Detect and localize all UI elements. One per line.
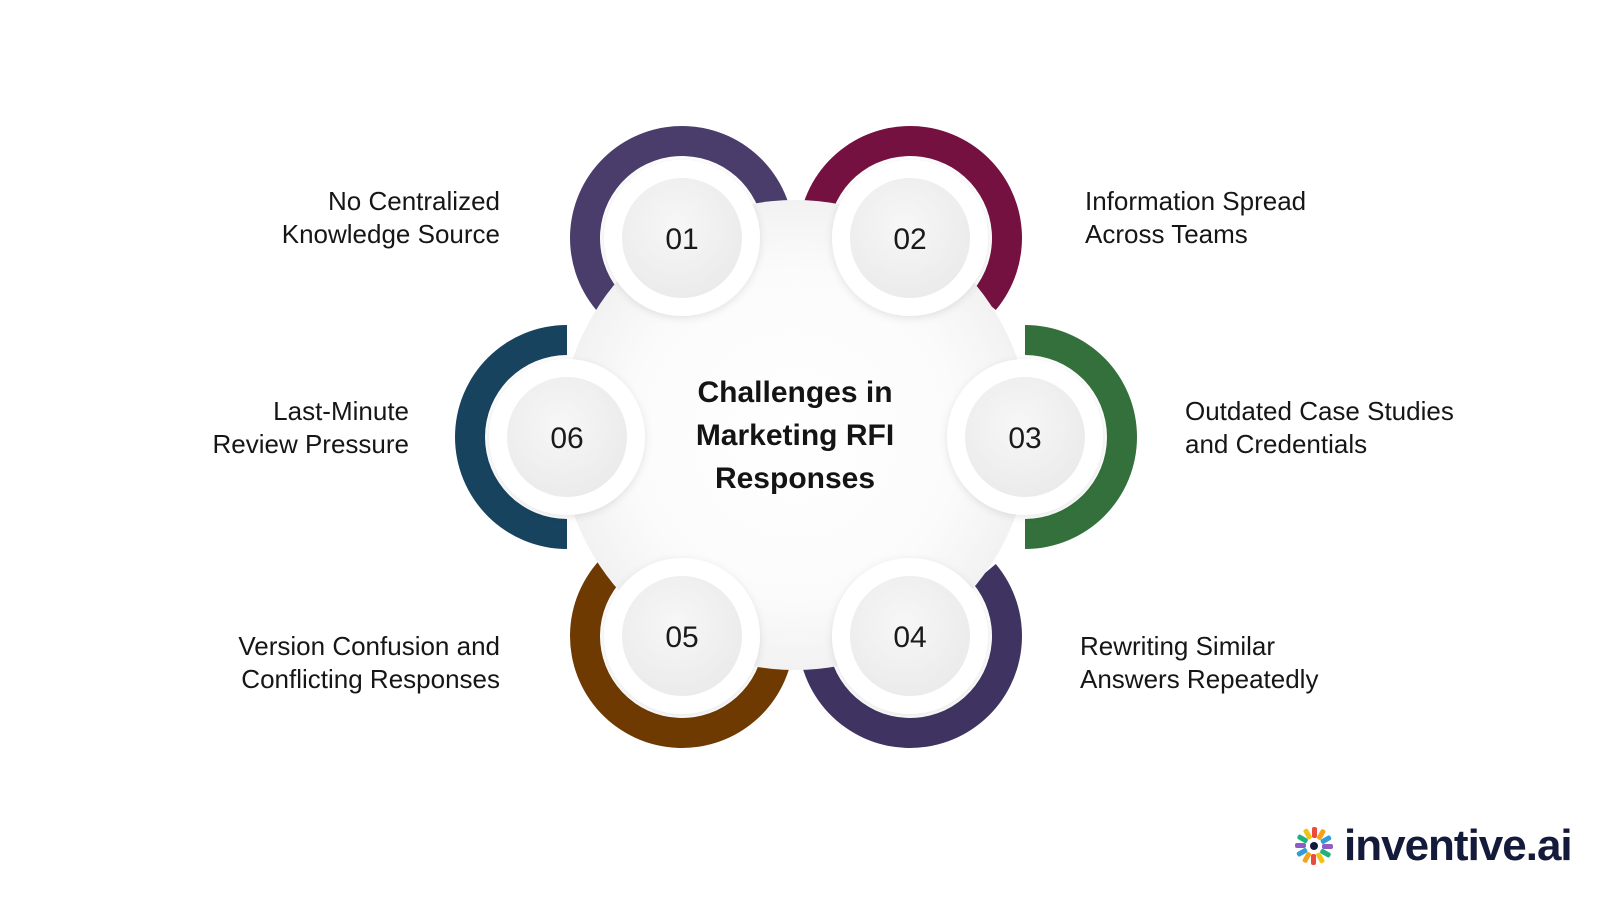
center-title-line: Challenges in bbox=[697, 376, 892, 409]
logo-petal bbox=[1316, 852, 1325, 864]
node-inner-disk bbox=[965, 377, 1085, 497]
center-title: Challenges in Marketing RFI Responses bbox=[696, 376, 894, 495]
challenge-label-line: Information Spread bbox=[1085, 186, 1307, 216]
challenge-label-line: Knowledge Source bbox=[281, 219, 500, 249]
logo-petal bbox=[1312, 827, 1317, 838]
ring-arc-02 bbox=[797, 125, 1022, 318]
logo-petal bbox=[1320, 848, 1331, 858]
logo-center-dot bbox=[1310, 842, 1318, 850]
challenge-label-line: Outdated Case Studies bbox=[1185, 396, 1454, 426]
challenge-label-line: Last-Minute bbox=[273, 396, 409, 426]
node-number: 06 bbox=[550, 422, 583, 455]
number-node-03: 03 bbox=[947, 359, 1103, 515]
node-inner-disk bbox=[622, 576, 742, 696]
logo-mark-icon bbox=[1295, 827, 1333, 865]
challenge-label-line: Version Confusion and bbox=[238, 631, 500, 661]
challenge-label-line: and Credentials bbox=[1185, 429, 1368, 459]
challenge-label-line: Across Teams bbox=[1085, 219, 1248, 249]
node-number: 02 bbox=[893, 223, 926, 256]
node-inner-disk bbox=[850, 178, 970, 298]
node-number: 03 bbox=[1008, 422, 1041, 455]
challenge-label-line: No Centralized bbox=[328, 186, 500, 216]
ring-arc-05 bbox=[569, 556, 794, 749]
logo-petal bbox=[1322, 844, 1333, 849]
logo-text: inventive.ai bbox=[1344, 821, 1573, 870]
center-title-line: Responses bbox=[715, 462, 875, 495]
logo-petal bbox=[1296, 848, 1308, 857]
number-node-06: 06 bbox=[489, 359, 645, 515]
logo-petal bbox=[1303, 828, 1312, 840]
center-hub bbox=[560, 200, 1030, 670]
logo-petal bbox=[1297, 834, 1308, 844]
number-node-04: 04 bbox=[832, 558, 988, 714]
challenge-label-line: Rewriting Similar bbox=[1080, 631, 1276, 661]
number-node-01: 01 bbox=[604, 160, 760, 316]
logo-petal bbox=[1311, 854, 1316, 865]
ring-arc-01 bbox=[570, 126, 795, 318]
node-number: 01 bbox=[665, 223, 698, 256]
node-inner-disk bbox=[622, 178, 742, 298]
node-number: 04 bbox=[893, 621, 926, 654]
node-inner-disk bbox=[507, 377, 627, 497]
challenge-label-line: Conflicting Responses bbox=[241, 664, 500, 694]
logo-petal bbox=[1317, 829, 1326, 840]
node-number: 05 bbox=[665, 621, 698, 654]
challenge-label-line: Answers Repeatedly bbox=[1080, 664, 1319, 694]
center-title-line: Marketing RFI bbox=[696, 419, 894, 452]
ring-arc-04 bbox=[797, 556, 1022, 749]
logo-petal bbox=[1295, 843, 1306, 848]
challenge-label-line: Review Pressure bbox=[212, 429, 409, 459]
ring-arc-03 bbox=[1025, 325, 1137, 549]
ring-arcs bbox=[455, 125, 1137, 749]
inventive-logo: inventive.ai bbox=[1292, 818, 1573, 874]
number-node-02: 02 bbox=[832, 160, 988, 316]
logo-petal bbox=[1320, 835, 1332, 844]
node-inner-disk bbox=[850, 576, 970, 696]
ring-arc-06 bbox=[455, 325, 567, 549]
number-node-05: 05 bbox=[604, 558, 760, 714]
logo-petal bbox=[1302, 852, 1311, 863]
number-nodes: 01 02 03 04 05 06 bbox=[489, 160, 1103, 714]
